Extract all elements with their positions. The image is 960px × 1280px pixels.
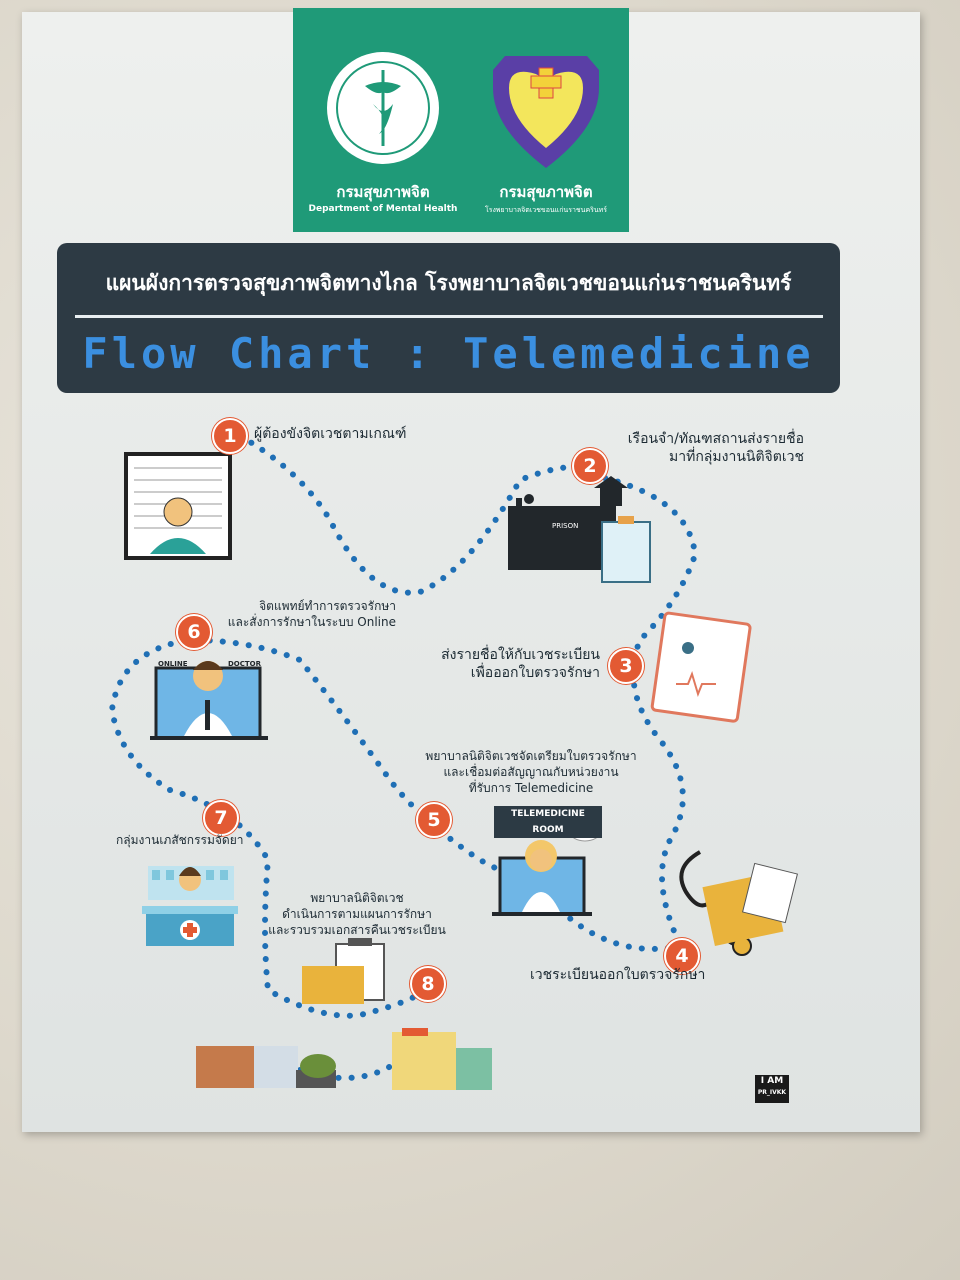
thai-title: แผนผังการตรวจสุขภาพจิตทางไกล โรงพยาบาลจิ… [105, 271, 792, 295]
step-1-badge: 1 [212, 418, 248, 454]
english-title: Flow Chart : Telemedicine [82, 329, 815, 378]
heart-shield-icon [493, 56, 599, 168]
step-1-text: ผู้ต้องขังจิตเวชตามเกณฑ์ [254, 426, 407, 442]
step-5-badge: 5 [416, 802, 452, 838]
right-logo-subtitle: โรงพยาบาลจิตเวชขอนแก่นราชนครินทร์ [484, 206, 608, 214]
left-logo-name: กรมสุขภาพจิต [336, 183, 430, 201]
step-2-text: เรือนจำ/ทัณฑสถานส่งรายชื่อมาที่กลุ่มงานน… [627, 431, 804, 465]
title-panel: แผนผังการตรวจสุขภาพจิตทางไกล โรงพยาบาลจิ… [57, 243, 840, 393]
ministry-seal-icon [327, 52, 439, 164]
title-divider [75, 315, 823, 318]
medical-record-icon [650, 611, 752, 723]
logo-emblems [327, 52, 599, 168]
left-logo-english: Department of Mental Health [308, 204, 458, 214]
logo-header: กรมสุขภาพจิต Department of Mental Health… [293, 8, 629, 232]
right-logo-name: กรมสุขภาพจิต [499, 183, 593, 201]
step-7-badge: 7 [203, 800, 239, 836]
stethoscope-folder-icon [679, 850, 799, 956]
step-2-badge: 2 [572, 448, 608, 484]
step-5-text: พยาบาลนิติจิตเวชจัดเตรียมใบตรวจรักษาและเ… [425, 749, 637, 795]
step-4-text: เวชระเบียนออกใบตรวจรักษา [530, 967, 706, 983]
pharmacy-counter-icon [142, 866, 238, 946]
document-folder-icon [302, 938, 385, 1004]
step-8-badge: 8 [410, 966, 446, 1002]
step-4-badge: 4 [664, 938, 700, 974]
step-8-text: พยาบาลนิติจิตเวชดำเนินการตามแผนการรักษาแ… [268, 891, 446, 937]
doctor-label: DOCTOR [228, 660, 262, 668]
step-3-badge: 3 [608, 648, 644, 684]
step-6-text: จิตแพทย์ทำการตรวจรักษาและสั่งการรักษาในร… [227, 599, 396, 629]
online-doctor-icon: ONLINE DOCTOR [150, 660, 268, 740]
brand-mark: I AM PR_IVKK [755, 1075, 789, 1103]
telemedicine-room-tag: TELEMEDICINE ROOM [494, 806, 602, 838]
prison-building-icon: PRISON [508, 476, 651, 583]
step-7-text: กลุ่มงานเภสัชกรรมจัดยา [116, 833, 244, 847]
prison-label: PRISON [552, 522, 578, 530]
prison-and-hospital-buildings-icon [196, 1028, 492, 1090]
online-label: ONLINE [158, 660, 188, 668]
step-6-badge: 6 [176, 614, 212, 650]
prisoner-mugshot-icon [124, 452, 232, 560]
step-3-text: ส่งรายชื่อให้กับเวชระเบียนเพื่อออกใบตรวจ… [441, 647, 600, 681]
